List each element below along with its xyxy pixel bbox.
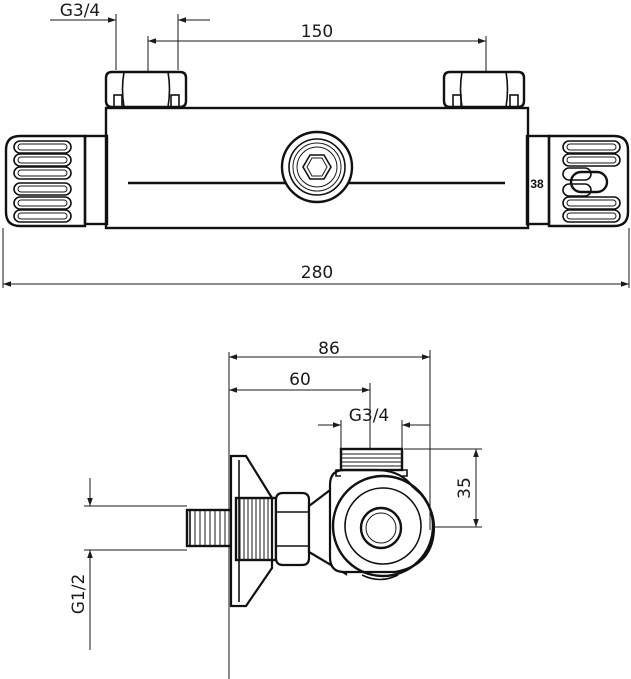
union-hex-nut	[274, 491, 311, 567]
dim-overall-length-label: 280	[301, 263, 333, 283]
dim-outlet-height: 35	[404, 448, 482, 528]
dim-depth-axis-label: 60	[289, 370, 311, 390]
dim-inlet-thread-label: G1/2	[69, 574, 89, 615]
dim-inlet-spacing-label: 150	[301, 22, 333, 42]
dim-overall-length: 280	[2, 228, 630, 288]
outlet-valve-body	[328, 468, 436, 581]
side-view: 86 60 G3/4 35 G1/2	[69, 339, 482, 679]
right-inlet-nut	[442, 70, 526, 109]
outlet-thread-stub	[335, 447, 408, 477]
dim-top-thread: G3/4	[50, 1, 210, 70]
left-inlet-nut	[104, 70, 188, 109]
right-handle-grip-slots	[562, 140, 621, 223]
front-view: 38 G3/4 150 280	[2, 1, 630, 288]
left-handle-grip-slots	[13, 140, 72, 223]
dim-outlet-thread: G3/4	[318, 406, 430, 449]
temperature-index-mark	[569, 170, 609, 194]
dim-depth-axis: 60	[229, 370, 371, 449]
dim-inlet-spacing: 150	[147, 22, 487, 72]
dim-outlet-height-label: 35	[455, 477, 475, 499]
right-handle: 38	[525, 134, 630, 228]
dim-inlet-thread: G1/2	[69, 478, 187, 650]
left-handle	[4, 134, 109, 228]
temperature-scale-label: 38	[530, 177, 544, 191]
dim-depth-total-label: 86	[318, 339, 340, 359]
inlet-thread-stub	[185, 508, 235, 548]
dim-top-thread-label: G3/4	[60, 1, 101, 21]
dim-depth-total: 86	[229, 339, 431, 530]
central-hex-plug	[280, 130, 354, 204]
dim-outlet-thread-label: G3/4	[349, 406, 390, 426]
